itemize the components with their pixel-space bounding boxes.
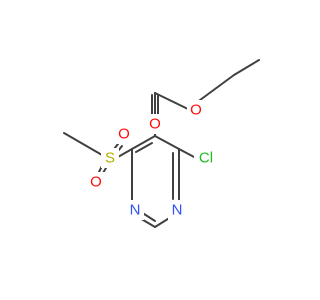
atom-o-sulfonyl-bottom-label: O: [90, 174, 102, 191]
bond-ethyl-ch2-oether: [195, 74, 235, 104]
bond-c4-s: [117, 148, 133, 158]
bond-c5-c6: [154, 135, 180, 150]
atom-o-ether: O: [187, 100, 205, 120]
bond-ethyl-ch3-ch2: [233, 59, 260, 76]
atom-o-ether-label: O: [190, 102, 202, 119]
atom-o-carbonyl: O: [146, 114, 164, 134]
atom-o-carbonyl-label: O: [149, 116, 161, 133]
atom-n-left: N: [126, 200, 144, 220]
bond-c6-cl: [178, 148, 197, 159]
atom-o-sulfonyl-bottom: O: [87, 172, 105, 192]
atom-labels: O O S O O Cl N N: [87, 100, 218, 220]
bond-s-methyl: [63, 132, 103, 156]
atom-n-left-label: N: [130, 202, 141, 219]
atom-s-sulfonyl: S: [101, 148, 119, 168]
atom-cl: Cl: [194, 148, 218, 168]
atom-o-sulfonyl-top: O: [115, 124, 133, 144]
bond-c5-c4-a: [131, 135, 156, 150]
bonds: [63, 59, 260, 228]
atom-n-right-label: N: [172, 202, 183, 219]
molecule-structure: O O S O O Cl N N: [63, 59, 260, 228]
atom-o-sulfonyl-top-label: O: [118, 126, 130, 143]
atom-n-right: N: [168, 200, 186, 220]
bond-oether-carbonylc: [154, 92, 191, 111]
bond-c5-c4-b: [135, 142, 153, 153]
atom-cl-label: Cl: [199, 150, 213, 167]
atom-s-sulfonyl-label: S: [105, 150, 115, 167]
